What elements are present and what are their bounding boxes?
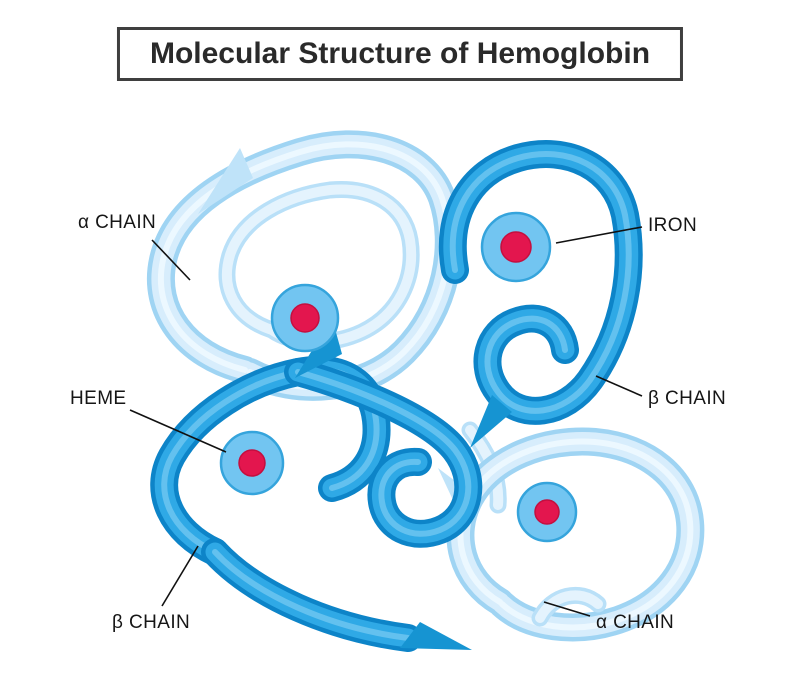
iron-core bbox=[238, 449, 266, 477]
iron-core bbox=[290, 303, 320, 333]
label-beta-chain-right: β CHAIN bbox=[648, 388, 727, 409]
label-beta-chain-bottom: β CHAIN bbox=[112, 612, 191, 633]
label-iron: IRON bbox=[648, 215, 698, 236]
leader-line-beta-right bbox=[595, 375, 643, 397]
beta-top-tail bbox=[470, 395, 512, 448]
beta-chain-top-ribbon bbox=[453, 154, 629, 448]
leader-line-beta-bottom bbox=[161, 545, 199, 607]
iron-core bbox=[500, 231, 532, 263]
iron-core bbox=[534, 499, 560, 525]
label-alpha-chain-bottom: α CHAIN bbox=[596, 612, 675, 633]
figure-title: Molecular Structure of Hemoglobin bbox=[116, 27, 684, 81]
leader-line-alpha-top bbox=[151, 239, 191, 281]
leader-line-iron bbox=[555, 226, 643, 244]
leader-line-alpha-bottom bbox=[543, 601, 591, 617]
label-alpha-chain-top: α CHAIN bbox=[78, 212, 157, 233]
heme-group-2 bbox=[480, 211, 552, 283]
alpha-top-tail bbox=[198, 148, 253, 214]
beta-bottom-tail bbox=[400, 622, 472, 650]
leader-line-heme bbox=[129, 409, 227, 453]
heme-group-1 bbox=[270, 283, 340, 353]
heme-group-3 bbox=[219, 430, 285, 496]
alpha-chain-top-ribbon bbox=[161, 144, 449, 386]
heme-group-4 bbox=[516, 481, 578, 543]
label-heme: HEME bbox=[70, 388, 127, 409]
